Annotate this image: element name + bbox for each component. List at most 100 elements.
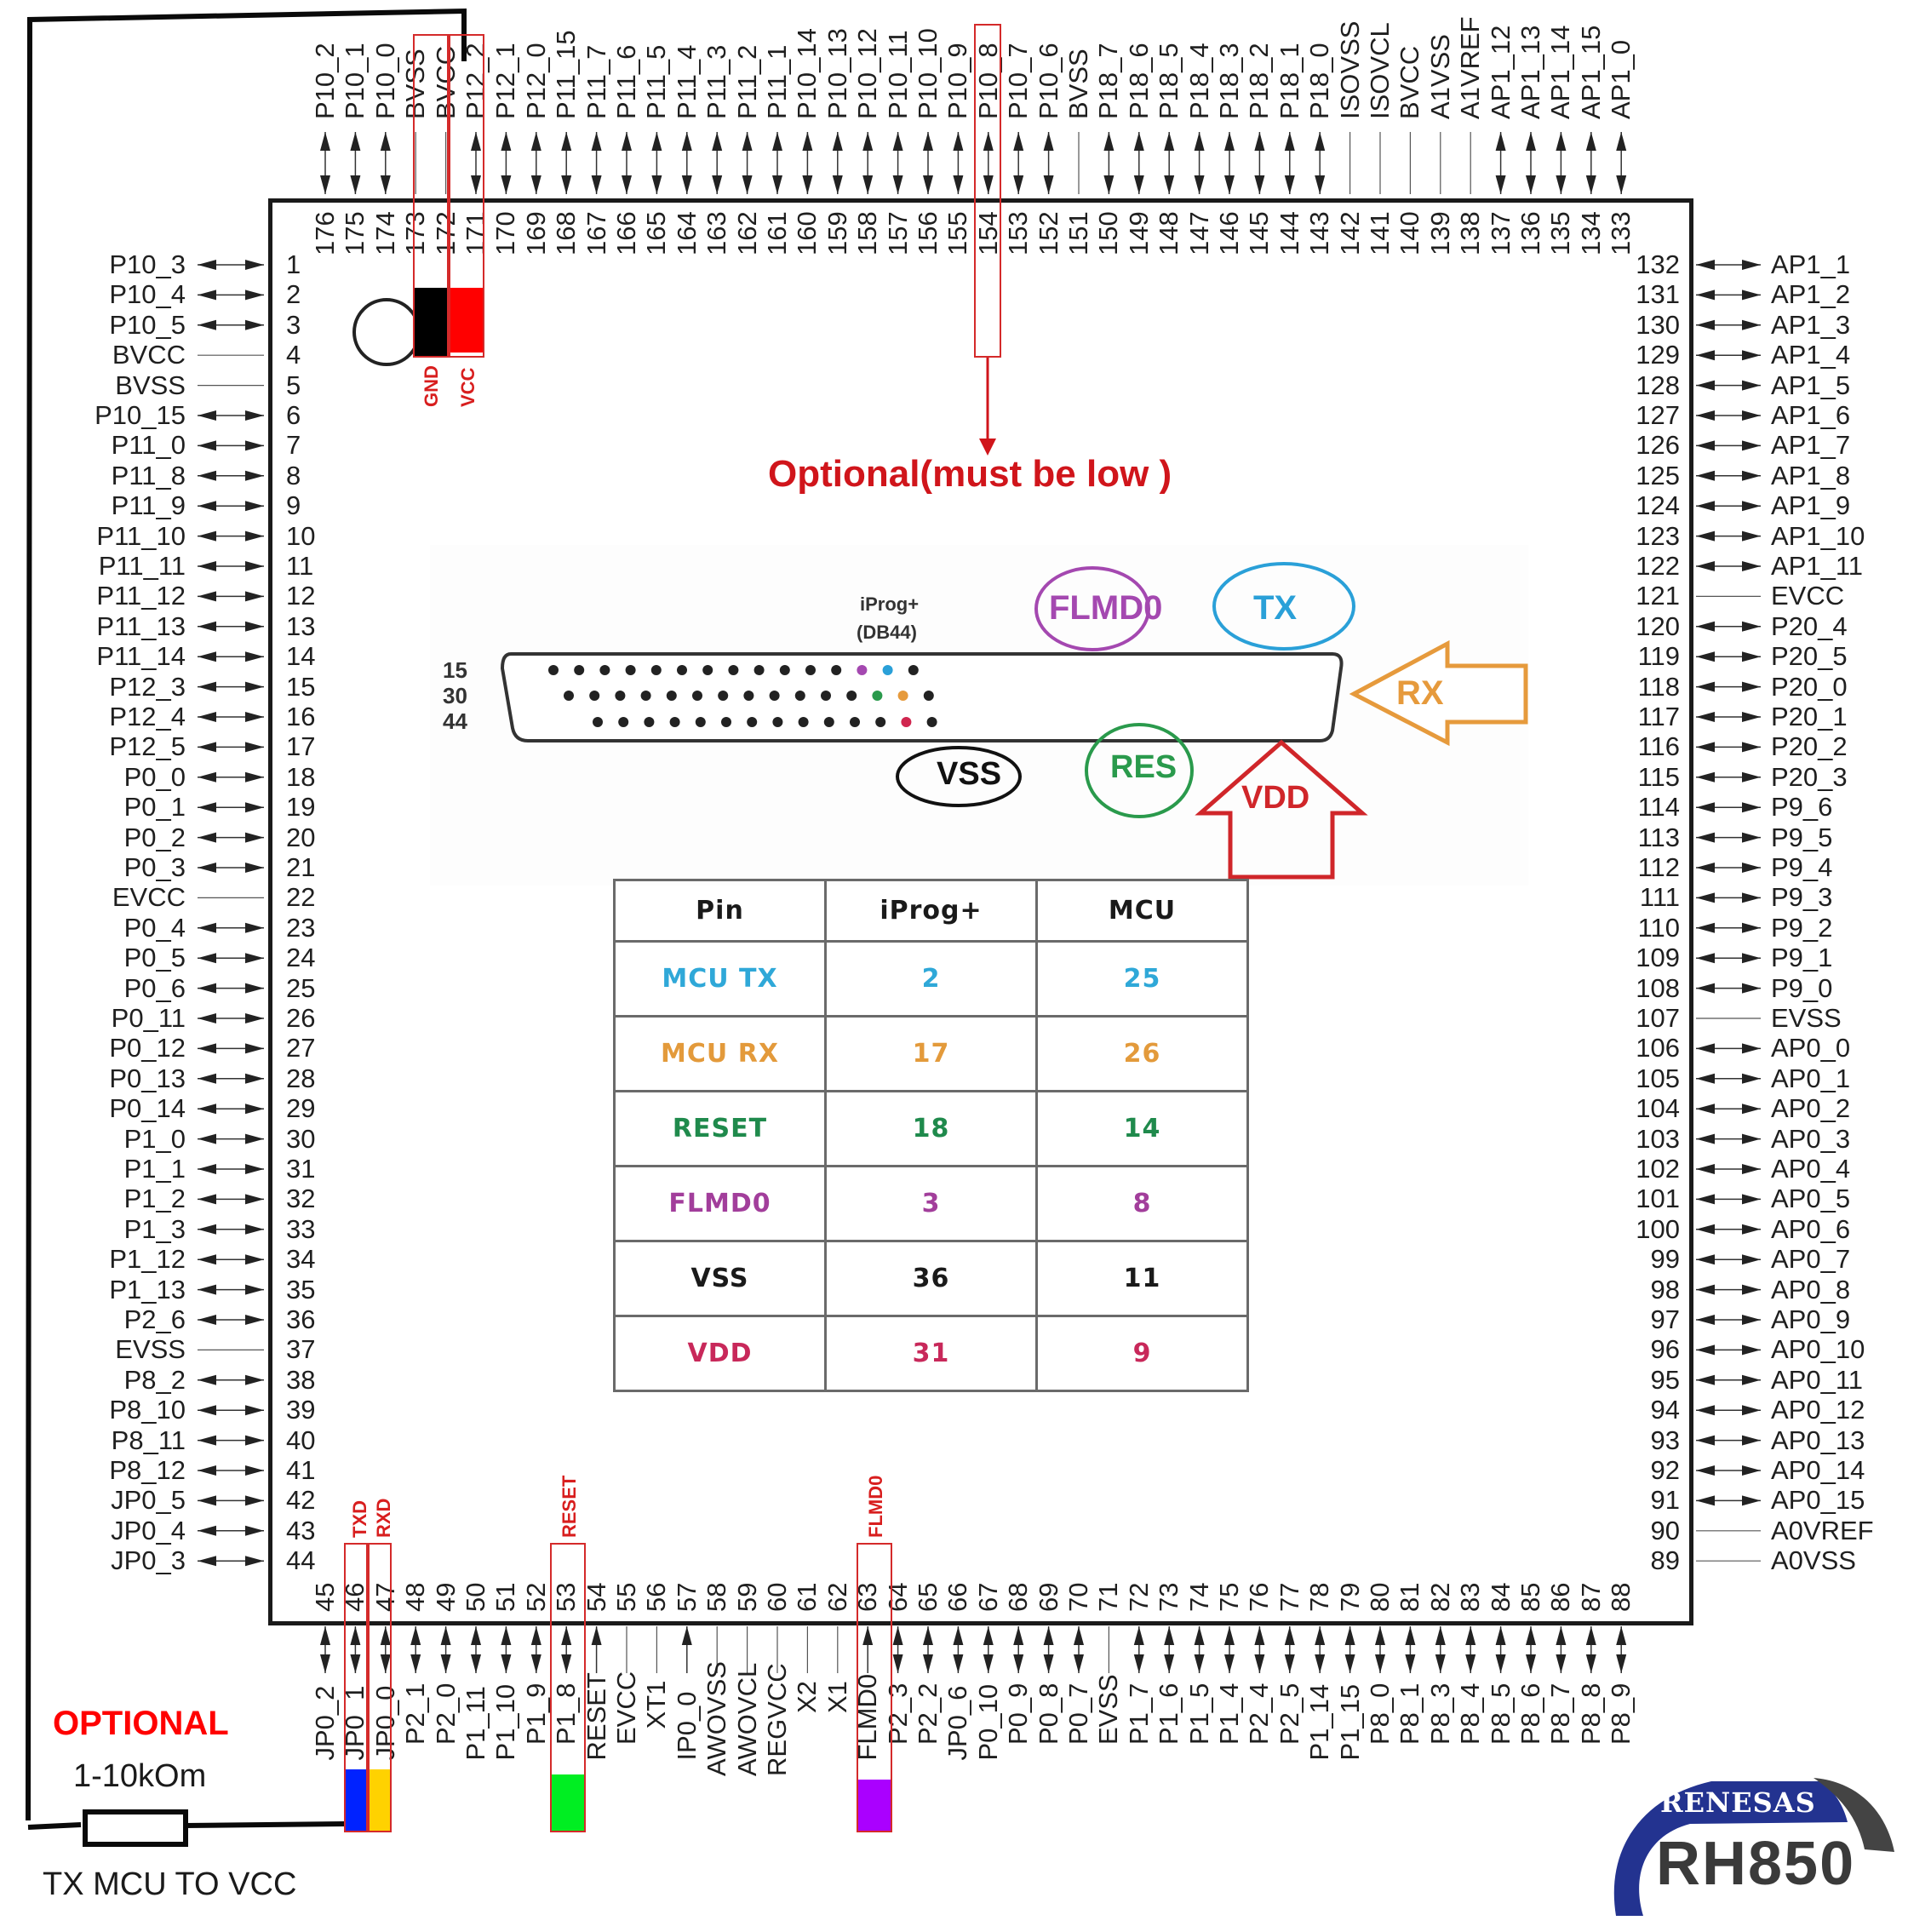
right-pin-name: P9_4 [1771, 852, 1833, 882]
left-pin-name: P11_13 [96, 611, 186, 641]
right-pin-name: P20_0 [1771, 671, 1848, 702]
right-pin-arrow [1696, 681, 1761, 692]
left-pin-number: 38 [286, 1364, 316, 1395]
left-pin-name: P11_11 [98, 551, 186, 581]
left-pin-name: P0_14 [109, 1093, 186, 1124]
right-pin-arrow [1696, 1133, 1761, 1144]
callout-res-bubble [1085, 723, 1194, 818]
top-pin-arrow [1043, 132, 1054, 194]
db44-pin-dot [753, 665, 765, 675]
top-pin-arrow [1556, 132, 1567, 194]
resistor-to-txd-wire [185, 1821, 346, 1828]
callout-rx-arrow [1349, 639, 1528, 747]
top-pin-arrow [530, 132, 541, 194]
table-header-row: Pin iProg+ MCU [613, 879, 1249, 943]
db44-pin-dot [669, 717, 680, 727]
bottom-pin-arrow [1435, 1626, 1446, 1673]
right-pin-number: 90 [1650, 1515, 1680, 1545]
db44-pin-dot [589, 691, 600, 701]
left-pin-number: 26 [286, 1003, 316, 1033]
bottom-pin-arrow [953, 1626, 964, 1673]
bottom-pin-arrow [1315, 1626, 1326, 1673]
top-pin-arrow [1224, 132, 1235, 194]
right-pin-number: 108 [1636, 972, 1680, 1003]
left-pin-arrow [198, 1043, 264, 1054]
right-pin-arrow [1696, 440, 1761, 451]
left-pin-number: 18 [286, 761, 316, 792]
header-iprog: iProg+ [824, 879, 1038, 943]
right-pin-number: 124 [1636, 490, 1680, 521]
bottom-pin-arrow [1405, 1626, 1416, 1673]
left-pin-name: P8_11 [111, 1425, 186, 1455]
right-pin-number: 91 [1650, 1485, 1680, 1516]
right-pin-name: A0VSS [1771, 1545, 1856, 1576]
bottom-pin-arrow [1254, 1626, 1265, 1673]
db44-pin-dot [618, 717, 629, 727]
right-pin-name: AP1_7 [1771, 430, 1851, 461]
right-pin-arrow [1696, 1435, 1761, 1446]
left-pin-number: 9 [286, 490, 301, 521]
right-pin-name: AP1_6 [1771, 400, 1851, 430]
right-pin-arrow [1696, 561, 1761, 571]
db44-pin-dot [548, 665, 559, 675]
bottom-pin-arrow [1074, 1626, 1084, 1673]
rxd-fill [370, 1769, 390, 1831]
connector-title-line2: (DB44) [857, 622, 917, 643]
right-pin-arrow [1696, 1405, 1761, 1416]
table-cell-iprog: 3 [824, 1165, 1038, 1242]
right-pin-number: 92 [1650, 1455, 1680, 1485]
table-cell-pin: VDD [613, 1315, 827, 1392]
txd-highlight [344, 1543, 368, 1832]
db44-pin-dot [650, 665, 662, 675]
top-pin-arrow [651, 132, 662, 194]
left-pin-number: 6 [286, 400, 301, 430]
callout-flmd0-label: FLMD0 [1049, 589, 1163, 627]
left-pin-arrow [198, 771, 264, 783]
right-pin-number: 121 [1636, 581, 1680, 611]
right-pin-number: 100 [1636, 1213, 1680, 1244]
left-pin-number: 40 [286, 1425, 316, 1455]
left-pin-number: 21 [286, 852, 316, 882]
top-pin-arrow [1526, 132, 1536, 194]
right-pin-name: AP1_2 [1771, 279, 1851, 310]
right-pin-name: P20_2 [1771, 731, 1848, 762]
left-pin-arrow [198, 319, 264, 330]
callout-res-label: RES [1110, 749, 1178, 785]
right-pin-name: AP1_11 [1771, 551, 1864, 581]
callout-vdd-label: VDD [1241, 780, 1310, 816]
top-pin-arrow [892, 132, 903, 194]
left-pin-number: 39 [286, 1395, 316, 1425]
db44-pin-dot [769, 691, 780, 701]
db44-pin-dot [599, 665, 610, 675]
table-cell-pin: RESET [613, 1090, 827, 1167]
right-pin-name: AP0_7 [1771, 1244, 1851, 1275]
bottom-pin-arrow [1164, 1626, 1175, 1673]
right-pin-name: P20_3 [1771, 761, 1848, 792]
reset-fill [552, 1774, 584, 1831]
db44-pin-dot [695, 717, 706, 727]
right-pin-number: 132 [1636, 249, 1680, 279]
right-pin-name: AP0_0 [1771, 1033, 1851, 1063]
top-pin-arrow [1133, 132, 1144, 194]
right-pin-number: 123 [1636, 520, 1680, 551]
left-pin-name: P0_13 [109, 1063, 186, 1093]
left-pin-name: P0_2 [123, 822, 186, 852]
db44-pin-dot [666, 691, 677, 701]
right-pin-name: AP1_3 [1771, 309, 1851, 340]
table-cell-pin: MCU RX [613, 1015, 827, 1092]
db44-pin-dot [747, 717, 758, 727]
left-pin-name: P11_12 [96, 581, 186, 611]
left-pin-number: 20 [286, 822, 316, 852]
db44-pin-dot [823, 717, 834, 727]
left-pin-number: 22 [286, 882, 316, 913]
table-cell-iprog: 2 [824, 940, 1038, 1018]
right-pin-number: 131 [1636, 279, 1680, 310]
db44-pin-dot [926, 717, 937, 727]
callout-vdd-arrow [1195, 739, 1368, 880]
bottom-pin-arrow [440, 1626, 451, 1673]
left-pin-name: P0_4 [123, 912, 186, 943]
right-pin-name: AP1_9 [1771, 490, 1851, 521]
